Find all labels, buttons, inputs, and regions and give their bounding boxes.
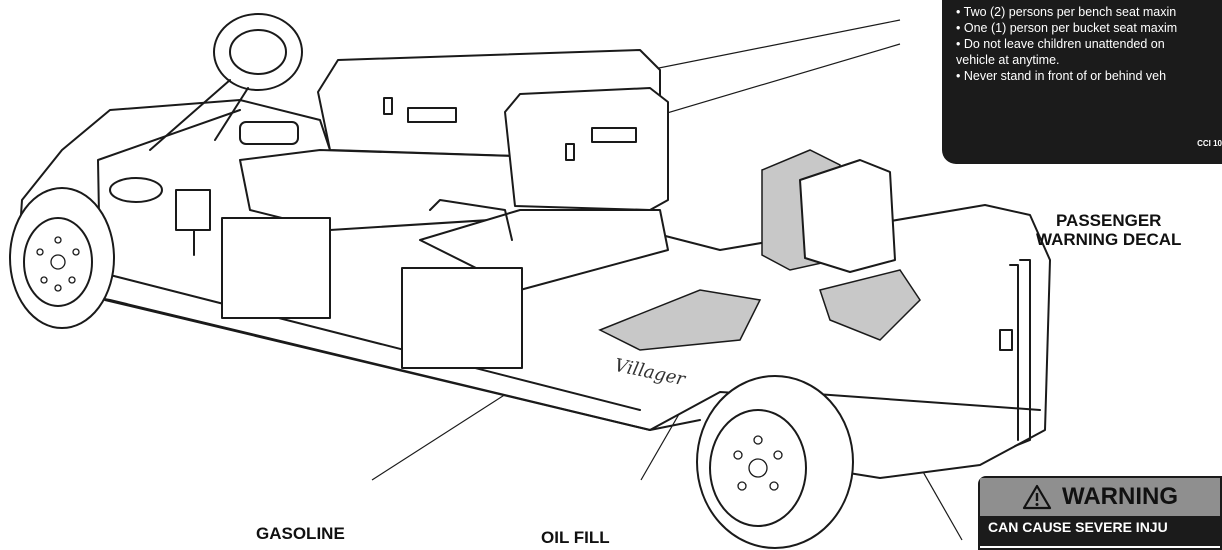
- rear-bench-seat: [401, 87, 669, 369]
- bucket-seats: [598, 149, 921, 351]
- vehicle-illustration: [9, 13, 1051, 549]
- steering-wheel: [109, 13, 303, 256]
- passenger-warning-decal-panel: • Two (2) persons per bench seat maxin •…: [942, 0, 1222, 164]
- rear-wheel: [696, 375, 854, 549]
- decal-line: • Two (2) persons per bench seat maxin: [956, 5, 1177, 19]
- warning-decal: WARNING CAN CAUSE SEVERE INJU: [978, 476, 1222, 550]
- decal-line: vehicle at anytime.: [956, 53, 1060, 67]
- rear-grab-bar: [999, 259, 1031, 447]
- vehicle-decal-diagram: • Two (2) persons per bench seat maxin •…: [9, 0, 1222, 550]
- warning-subtitle: CAN CAUSE SEVERE INJU: [980, 516, 1220, 546]
- gasoline-callout: GASOLINE: [256, 524, 345, 543]
- passenger-decal-lines: • Two (2) persons per bench seat maxin •…: [956, 4, 1222, 84]
- passenger-warning-callout: PASSENGER WARNING DECAL: [1036, 211, 1181, 249]
- oil-fill-callout: OIL FILL: [541, 528, 610, 547]
- decal-line: • One (1) person per bucket seat maxim: [956, 21, 1178, 35]
- decal-line: • Never stand in front of or behind veh: [956, 69, 1167, 83]
- warning-title: WARNING: [1062, 483, 1178, 510]
- warning-header: WARNING: [980, 478, 1220, 516]
- callout-line: PASSENGER: [1055, 211, 1162, 230]
- decal-line: • Do not leave children unattended on: [956, 37, 1165, 51]
- warning-triangle-icon: [1022, 484, 1052, 510]
- front-wheel: [9, 187, 115, 329]
- decal-code: CCI 10: [1197, 139, 1222, 148]
- callout-line: WARNING DECAL: [1036, 230, 1182, 249]
